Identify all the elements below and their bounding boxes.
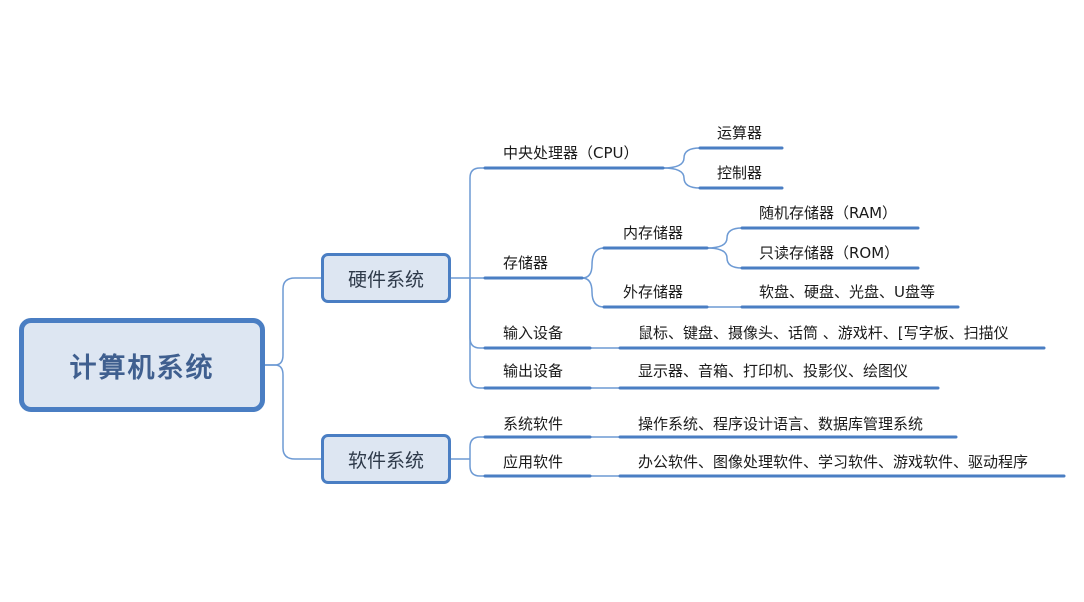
output-devices-items[interactable]: 显示器、音箱、打印机、投影仪、绘图仪 xyxy=(638,362,909,380)
ram-node[interactable]: 随机存储器（RAM） xyxy=(759,204,898,222)
control-unit-node[interactable]: 控制器 xyxy=(717,164,763,182)
system-software-node[interactable]: 系统软件 xyxy=(503,415,564,433)
software-node[interactable]: 软件系统 xyxy=(321,434,451,484)
output-devices-node[interactable]: 输出设备 xyxy=(503,362,564,380)
rom-node[interactable]: 只读存储器（ROM） xyxy=(759,244,900,262)
input-devices-items[interactable]: 鼠标、键盘、摄像头、话筒 、游戏杆、[写字板、扫描仪 xyxy=(638,324,1009,342)
input-devices-node[interactable]: 输入设备 xyxy=(503,324,564,342)
storage-node[interactable]: 存储器 xyxy=(503,254,549,272)
external-storage-items[interactable]: 软盘、硬盘、光盘、U盘等 xyxy=(759,283,935,301)
internal-storage-node[interactable]: 内存储器 xyxy=(623,224,684,242)
external-storage-node[interactable]: 外存储器 xyxy=(623,283,684,301)
system-software-items[interactable]: 操作系统、程序设计语言、数据库管理系统 xyxy=(638,415,924,433)
application-software-items[interactable]: 办公软件、图像处理软件、学习软件、游戏软件、驱动程序 xyxy=(638,453,1029,471)
root-node[interactable]: 计算机系统 xyxy=(19,318,265,412)
cpu-node[interactable]: 中央处理器（CPU） xyxy=(503,144,639,162)
application-software-node[interactable]: 应用软件 xyxy=(503,453,564,471)
alu-node[interactable]: 运算器 xyxy=(717,124,763,142)
hardware-node[interactable]: 硬件系统 xyxy=(321,253,451,303)
